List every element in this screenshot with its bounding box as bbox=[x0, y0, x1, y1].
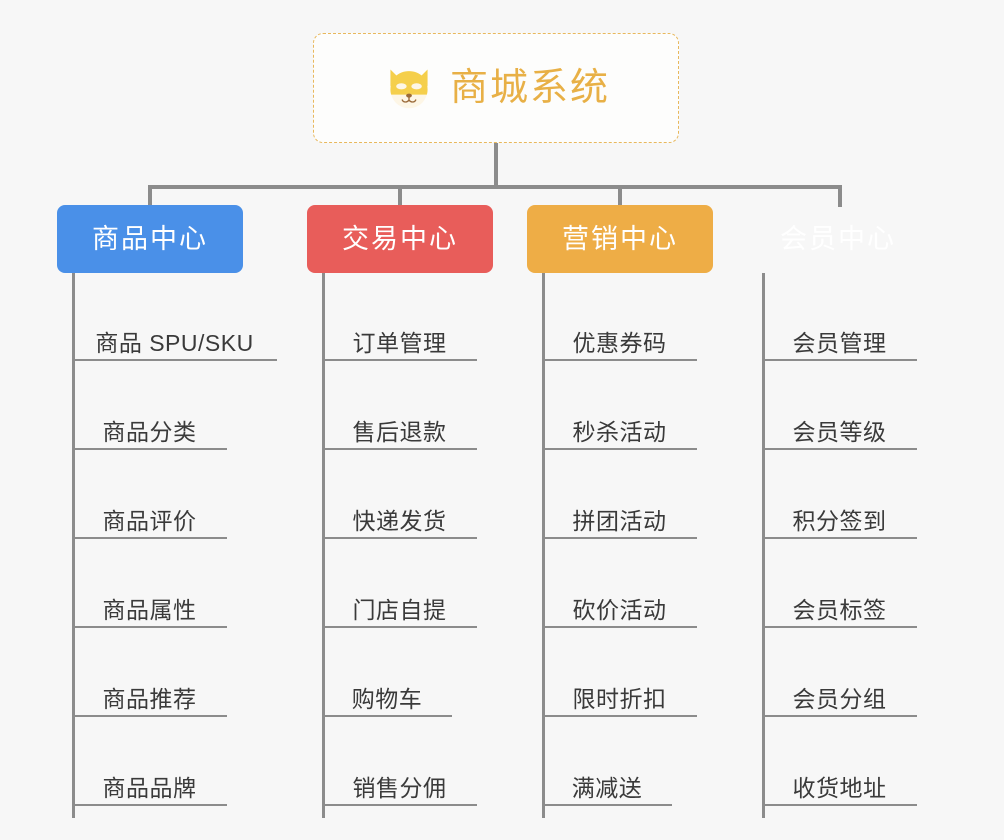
leaf-label: 门店自提 bbox=[352, 596, 447, 623]
leaf-label: 收货地址 bbox=[792, 774, 887, 801]
category-label: 交易中心 bbox=[342, 223, 458, 254]
leaf-spine bbox=[762, 273, 765, 818]
leaf-label: 商品属性 bbox=[102, 596, 197, 623]
leaf-label: 拼团活动 bbox=[572, 507, 667, 534]
leaf-item[interactable]: 会员分组 bbox=[762, 657, 917, 717]
leaf-spine bbox=[322, 273, 325, 818]
leaf-item[interactable]: 优惠券码 bbox=[542, 301, 697, 361]
category-box-product-center[interactable]: 商品中心 bbox=[57, 205, 243, 273]
connector-drop-4 bbox=[838, 185, 842, 207]
leaf-label: 商品推荐 bbox=[102, 685, 197, 712]
connector-root-stem bbox=[494, 143, 498, 187]
leaf-label: 砍价活动 bbox=[572, 596, 667, 623]
leaf-label: 购物车 bbox=[351, 685, 423, 712]
category-box-marketing-center[interactable]: 营销中心 bbox=[527, 205, 713, 273]
leaf-item[interactable]: 会员管理 bbox=[762, 301, 917, 361]
leaf-item[interactable]: 砍价活动 bbox=[542, 568, 697, 628]
category-box-member-center[interactable]: 会员中心 bbox=[745, 205, 931, 273]
leaf-item[interactable]: 订单管理 bbox=[322, 301, 477, 361]
category-label: 商品中心 bbox=[92, 223, 208, 254]
leaf-item[interactable]: 积分签到 bbox=[762, 479, 917, 539]
leaf-label: 限时折扣 bbox=[572, 685, 667, 712]
leaf-item[interactable]: 限时折扣 bbox=[542, 657, 697, 717]
leaf-item[interactable]: 秒杀活动 bbox=[542, 390, 697, 450]
category-label: 营销中心 bbox=[562, 223, 678, 254]
leaf-item[interactable]: 拼团活动 bbox=[542, 479, 697, 539]
leaf-item[interactable]: 商品属性 bbox=[72, 568, 227, 628]
leaf-label: 会员分组 bbox=[792, 685, 887, 712]
leaf-item[interactable]: 收货地址 bbox=[762, 746, 917, 806]
shiba-dog-icon bbox=[390, 69, 428, 109]
leaf-spine bbox=[72, 273, 75, 818]
leaf-item[interactable]: 会员标签 bbox=[762, 568, 917, 628]
leaf-item[interactable]: 销售分佣 bbox=[322, 746, 477, 806]
leaf-label: 秒杀活动 bbox=[572, 418, 667, 445]
connector-bus bbox=[148, 185, 842, 189]
leaf-label: 会员管理 bbox=[792, 329, 887, 356]
category-label: 会员中心 bbox=[780, 223, 896, 254]
connector-drop-3 bbox=[618, 185, 622, 207]
leaf-label: 快递发货 bbox=[352, 507, 447, 534]
leaf-label: 会员等级 bbox=[792, 418, 887, 445]
leaf-item[interactable]: 商品评价 bbox=[72, 479, 227, 539]
root-title: 商城系统 bbox=[449, 67, 610, 109]
root-node[interactable]: 商城系统 bbox=[313, 33, 679, 143]
leaf-label: 售后退款 bbox=[352, 418, 447, 445]
leaf-item[interactable]: 会员等级 bbox=[762, 390, 917, 450]
leaf-label: 商品评价 bbox=[102, 507, 197, 534]
leaf-label: 商品分类 bbox=[102, 418, 197, 445]
leaf-item[interactable]: 满减送 bbox=[542, 746, 672, 806]
leaf-label: 商品品牌 bbox=[102, 774, 197, 801]
connector-drop-2 bbox=[398, 185, 402, 207]
leaf-label: 会员标签 bbox=[792, 596, 887, 623]
leaf-label: 满减送 bbox=[571, 774, 643, 801]
leaf-label: 商品 SPU/SKU bbox=[95, 329, 254, 356]
leaf-item[interactable]: 商品分类 bbox=[72, 390, 227, 450]
leaf-item[interactable]: 商品 SPU/SKU bbox=[72, 301, 277, 361]
leaf-item[interactable]: 商品推荐 bbox=[72, 657, 227, 717]
leaf-item[interactable]: 门店自提 bbox=[322, 568, 477, 628]
leaf-label: 积分签到 bbox=[792, 507, 887, 534]
leaf-spine bbox=[542, 273, 545, 818]
leaf-item[interactable]: 快递发货 bbox=[322, 479, 477, 539]
leaf-item[interactable]: 商品品牌 bbox=[72, 746, 227, 806]
category-box-trade-center[interactable]: 交易中心 bbox=[307, 205, 493, 273]
leaf-label: 订单管理 bbox=[352, 329, 447, 356]
leaf-label: 销售分佣 bbox=[352, 774, 447, 801]
connector-drop-1 bbox=[148, 185, 152, 207]
leaf-item[interactable]: 购物车 bbox=[322, 657, 452, 717]
leaf-label: 优惠券码 bbox=[572, 329, 667, 356]
leaf-item[interactable]: 售后退款 bbox=[322, 390, 477, 450]
